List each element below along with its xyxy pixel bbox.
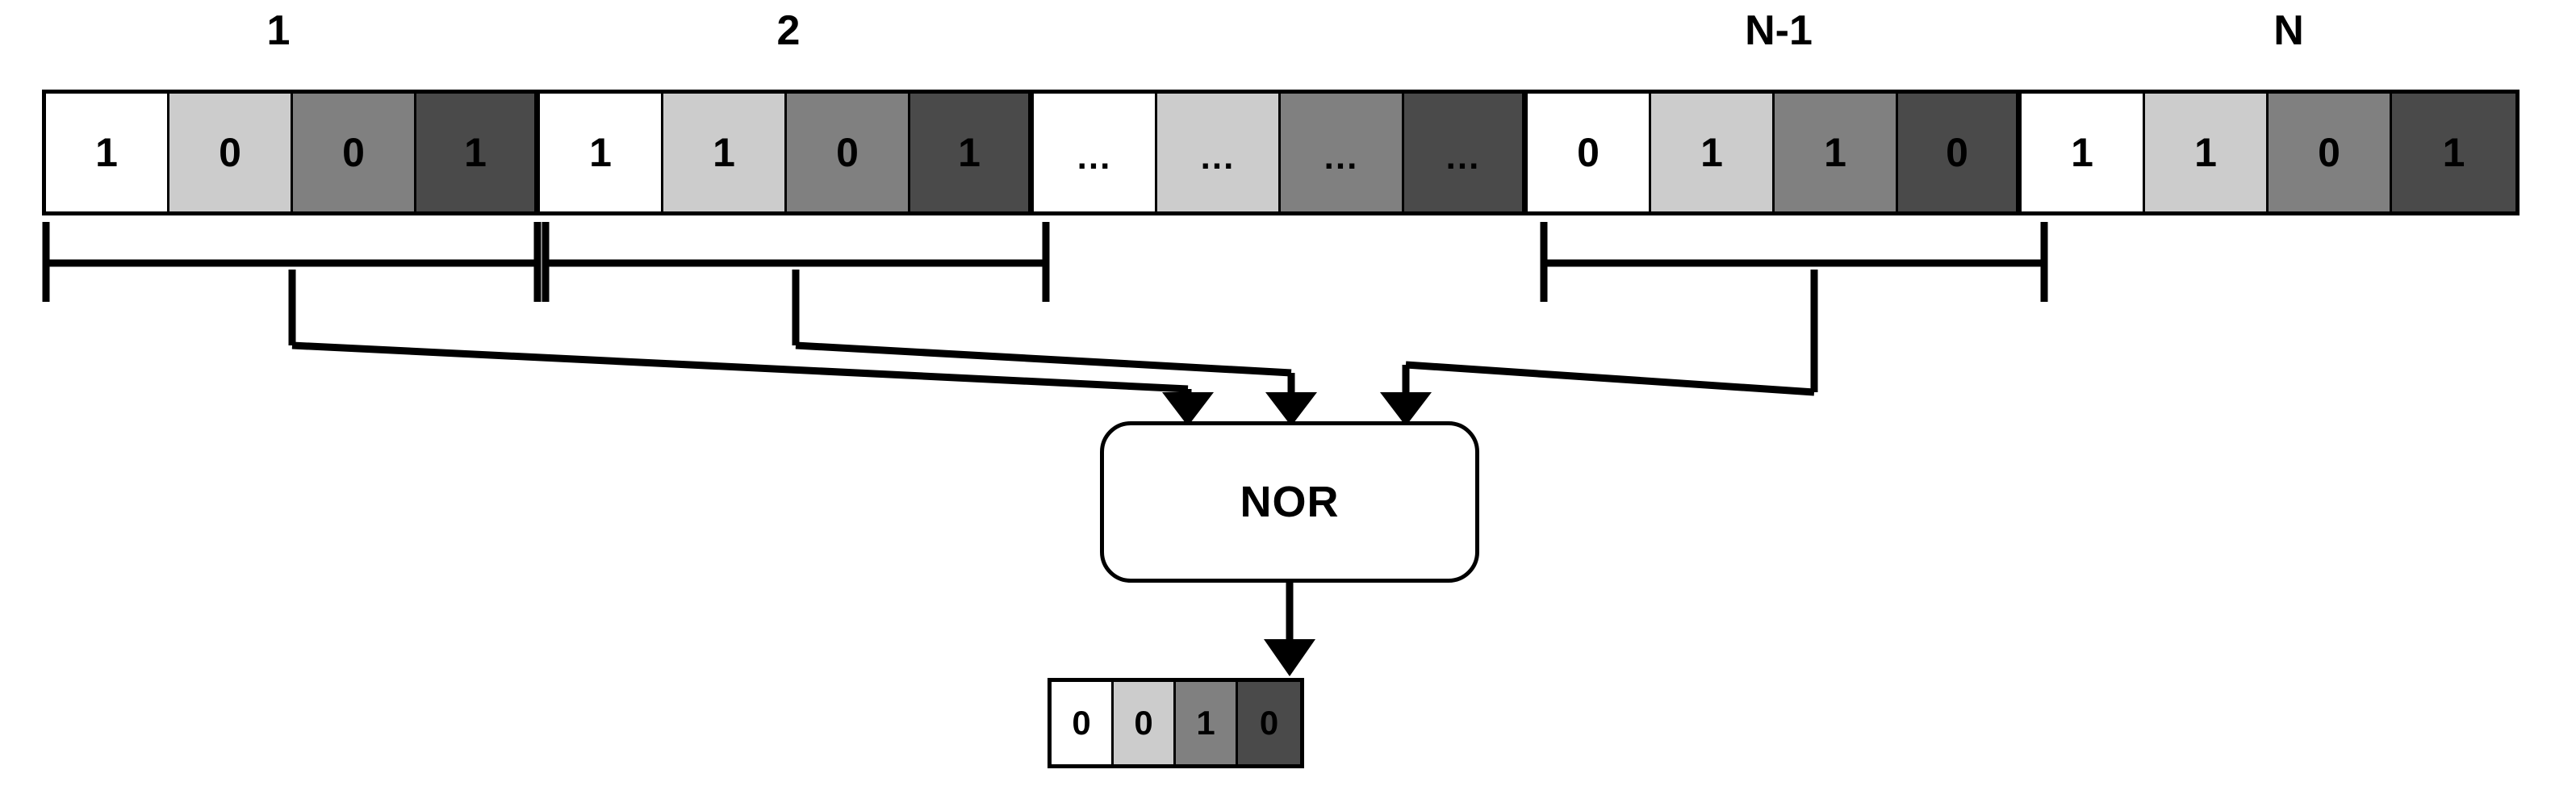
bit-value: ... (1200, 137, 1236, 177)
nor-gate-label: NOR (1240, 478, 1340, 526)
bit-cell: 1 (416, 94, 540, 211)
bit-cell: 1 (663, 94, 787, 211)
bit-row: 1 0 0 1 1 1 0 1 ... ... ... ... 0 1 1 0 … (42, 90, 2520, 215)
bit-value: 0 (1577, 130, 1600, 175)
bit-cell: 1 (2392, 94, 2515, 211)
wire-group-2-to-nor (792, 270, 1295, 397)
bracket-group-2 (542, 222, 1050, 302)
output-value: 1 (1196, 704, 1215, 742)
output-cell: 0 (1114, 682, 1176, 764)
wire-group-n-minus-1-to-nor (1402, 270, 1818, 397)
arrowhead-output (1264, 639, 1315, 676)
bit-value: ... (1445, 137, 1481, 177)
output-value: 0 (1259, 704, 1279, 742)
bit-value: 0 (219, 130, 241, 175)
bit-cell: 1 (910, 94, 1034, 211)
bit-value: 1 (1824, 130, 1846, 175)
bit-value: 1 (958, 130, 981, 175)
bit-cell: 1 (46, 94, 169, 211)
output-value: 0 (1134, 704, 1153, 742)
bit-value: 0 (1946, 130, 1968, 175)
bit-value: ... (1324, 137, 1359, 177)
bit-value: 1 (2194, 130, 2217, 175)
bit-cell: 1 (2145, 94, 2269, 211)
bit-cell: 0 (293, 94, 416, 211)
bracket-group-1 (42, 222, 542, 302)
bit-cell: 0 (1898, 94, 2022, 211)
output-cell: 0 (1238, 682, 1300, 764)
bit-value: 1 (95, 130, 118, 175)
bit-value: 1 (589, 130, 612, 175)
bracket-group-n-minus-1 (1540, 222, 2048, 302)
bit-value: 1 (464, 130, 487, 175)
bit-cell-ellipsis: ... (1281, 94, 1404, 211)
bit-cell-ellipsis: ... (1404, 94, 1528, 211)
output-value: 0 (1072, 704, 1091, 742)
bit-cell: 0 (2269, 94, 2392, 211)
bit-cell: 0 (169, 94, 293, 211)
bit-value: ... (1077, 137, 1112, 177)
bit-value: 1 (2442, 130, 2465, 175)
bit-cell: 1 (1651, 94, 1775, 211)
group-label-1: 1 (266, 7, 291, 54)
nor-gate-box: NOR (1100, 421, 1479, 583)
bit-value: 1 (1700, 130, 1723, 175)
bit-cell: 1 (2022, 94, 2145, 211)
group-label-n-minus-1: N-1 (1745, 7, 1813, 54)
bit-value: 0 (342, 130, 365, 175)
group-label-n: N (2273, 7, 2304, 54)
output-row: 0 0 1 0 (1048, 678, 1304, 768)
output-cell: 1 (1176, 682, 1238, 764)
bit-cell: 1 (1775, 94, 1898, 211)
bit-cell: 1 (540, 94, 663, 211)
bit-cell-ellipsis: ... (1157, 94, 1281, 211)
bit-cell-ellipsis: ... (1034, 94, 1157, 211)
bit-value: 1 (713, 130, 735, 175)
bit-value: 1 (2071, 130, 2093, 175)
bit-cell: 0 (787, 94, 910, 211)
group-label-2: 2 (776, 7, 801, 54)
wire-group-1-to-nor (288, 270, 1192, 397)
output-cell: 0 (1052, 682, 1114, 764)
bit-cell: 0 (1528, 94, 1651, 211)
bit-value: 0 (836, 130, 859, 175)
bit-value: 0 (2318, 130, 2340, 175)
